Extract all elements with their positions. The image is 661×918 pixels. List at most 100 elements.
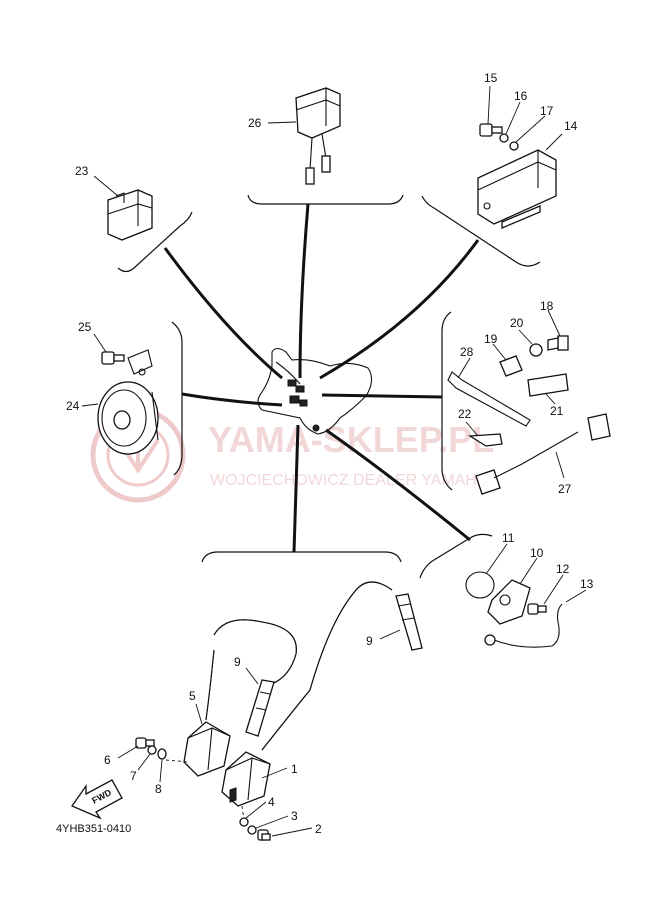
branch-lines — [163, 203, 480, 553]
part-24-center — [113, 410, 131, 430]
frame-mount-3 — [289, 395, 300, 404]
callout-8: 8 — [155, 782, 162, 796]
callout-3: 3 — [291, 809, 298, 823]
part-1-ignition-coil — [221, 689, 311, 821]
part-24-bracket-hole — [138, 368, 146, 376]
callout-17: 17 — [540, 104, 554, 118]
frame-tube — [275, 361, 301, 385]
callout-24: 24 — [66, 399, 80, 413]
part-19-clip — [499, 355, 523, 377]
part-22-clamp — [467, 433, 503, 447]
callout-11: 11 — [502, 531, 515, 545]
frame-bottom — [201, 551, 402, 563]
part-27-lead — [475, 413, 611, 495]
callout-6: 6 — [104, 753, 111, 767]
branch-bottom — [292, 424, 300, 553]
frame-mount-5 — [312, 424, 320, 432]
part-13-wire — [493, 603, 563, 648]
callout-25: 25 — [78, 320, 92, 334]
part-1-terminal — [229, 787, 237, 803]
callout-10: 10 — [530, 546, 544, 560]
part-14-cdi-unit — [477, 149, 557, 229]
callout-18: 18 — [540, 299, 554, 313]
part-16-washer — [499, 133, 509, 143]
callout-numbers: 26 23 15 16 17 14 25 24 18 20 19 28 21 2… — [66, 71, 594, 836]
part-18-bolt — [547, 335, 569, 351]
part-12-shank — [537, 605, 547, 613]
part-27-terminal-wire — [493, 463, 523, 479]
part-26-rectifier — [295, 87, 341, 185]
frame-left — [171, 321, 183, 476]
callout-12: 12 — [556, 562, 570, 576]
branch-left — [181, 392, 283, 407]
part-20-washer — [529, 343, 543, 357]
part-24-rim — [101, 389, 147, 447]
part-26-terminal-1 — [305, 167, 315, 185]
watermark-brand: YAMA-SKLEP.PL — [208, 419, 494, 460]
callout-23: 23 — [75, 164, 89, 178]
frame-top — [247, 194, 404, 205]
callout-9-right: 9 — [366, 634, 373, 648]
part-14-body — [477, 149, 557, 225]
branch-right — [321, 393, 443, 399]
part-25-head — [101, 351, 115, 365]
callout-4: 4 — [268, 795, 275, 809]
part-3-washer — [247, 825, 257, 835]
callout-9-left: 9 — [234, 655, 241, 669]
part-1-mount-line — [241, 805, 245, 821]
part-27-cable — [521, 431, 579, 465]
part-9-lead-loop-inner — [213, 619, 297, 685]
part-27-terminal — [475, 469, 501, 495]
frame-mount-2 — [295, 385, 305, 393]
part-12-screw — [527, 603, 547, 615]
callout-14: 14 — [564, 119, 578, 133]
part-26-wires — [309, 133, 327, 171]
part-5-hv-lead-inner — [205, 649, 215, 721]
part-23-relay — [107, 189, 153, 241]
part-9-plug-cap-right — [309, 581, 423, 691]
part-21-plate — [527, 373, 569, 397]
part-1-body — [221, 751, 271, 807]
part-24-edge — [151, 391, 159, 441]
callout-28: 28 — [460, 345, 474, 359]
frame-silhouette — [257, 347, 373, 435]
branch-bottom-right — [325, 428, 471, 542]
frame-mount-4 — [299, 399, 308, 407]
part-27-coupler — [587, 413, 611, 441]
callout-5: 5 — [189, 689, 196, 703]
part-8-washer — [157, 748, 167, 760]
part-9-cap-right — [395, 593, 423, 651]
part-23-body — [107, 189, 153, 241]
callout-22: 22 — [458, 407, 472, 421]
part-24-horn — [97, 349, 159, 455]
part-1-hv-lead-inner — [261, 689, 311, 751]
branch-top — [298, 203, 310, 379]
callout-15: 15 — [484, 71, 498, 85]
part-7-washer — [147, 745, 157, 755]
watermark-tagline: WOJCIECHOWICZ DEALER YAMAHA — [210, 472, 488, 489]
frame-top-left — [117, 211, 193, 273]
part-6-shank — [145, 739, 155, 747]
frame-mount-1 — [287, 379, 297, 387]
part-18-head — [557, 335, 569, 351]
part-28-band — [447, 371, 531, 427]
part-10-hole — [499, 594, 511, 606]
callout-16: 16 — [514, 89, 528, 103]
part-5-mount-line — [165, 759, 189, 763]
part-2-shank — [261, 833, 271, 841]
part-15-head — [479, 123, 493, 137]
part-5-ignition-coil — [165, 649, 231, 777]
callout-1: 1 — [291, 762, 298, 776]
part-9-cap-right-ribs — [397, 603, 415, 621]
part-26-body — [295, 87, 341, 139]
part-15-bolt — [479, 123, 503, 137]
part-23-detail — [107, 190, 153, 226]
callout-13: 13 — [580, 577, 594, 591]
part-26-terminal-2 — [321, 155, 331, 173]
part-11-o-ring — [465, 571, 495, 599]
part-14-connector — [501, 205, 541, 229]
part-1-detail — [225, 757, 271, 801]
frame-bottom-right — [419, 533, 493, 579]
part-2-bolt — [257, 829, 271, 841]
